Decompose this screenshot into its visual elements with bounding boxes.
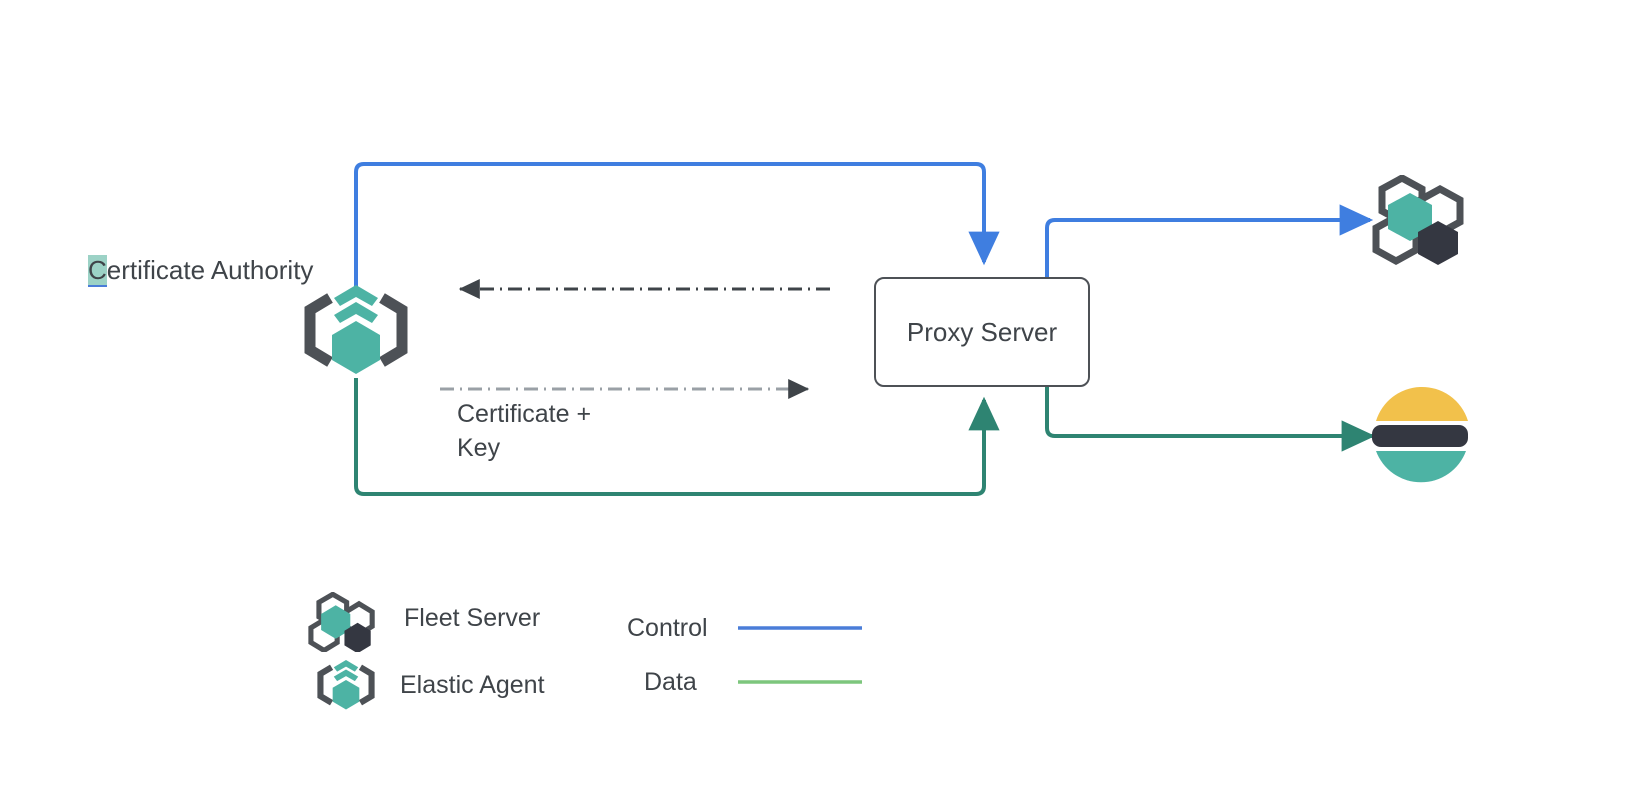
certificate-key-label: Certificate + Key [457, 397, 591, 465]
certificate-key-line1: Certificate + [457, 400, 592, 428]
legend-item-fleet-server-label: Fleet Server [404, 604, 541, 632]
edge-agent-to-proxy-data [354, 378, 1000, 496]
certificate-key-line2: Key [457, 434, 501, 462]
proxy-server-label: Proxy Server [906, 316, 1058, 347]
elastic-agent-icon [304, 285, 408, 374]
ca-label-highlight-char: C [88, 255, 107, 285]
elasticsearch-icon [1372, 386, 1468, 483]
edge-agent-to-proxy-control [354, 162, 1000, 292]
fleet-server-icon [1372, 175, 1464, 265]
edge-proxy-to-elasticsearch-data [1045, 387, 1376, 452]
proxy-server-node[interactable]: Proxy Server [874, 277, 1090, 387]
edge-proxy-to-fleet-control [1045, 204, 1374, 277]
legend-elastic-agent-icon [317, 660, 375, 710]
legend-fleet-server-icon [308, 592, 375, 652]
ca-label-rest: ertificate Authority [106, 255, 314, 285]
legend-item-elastic-agent-label: Elastic Agent [400, 671, 545, 699]
legend-line-control-label: Control [627, 614, 708, 642]
certificate-authority-label: Certificate Authority [88, 254, 313, 288]
legend-line-data-label: Data [644, 668, 697, 696]
